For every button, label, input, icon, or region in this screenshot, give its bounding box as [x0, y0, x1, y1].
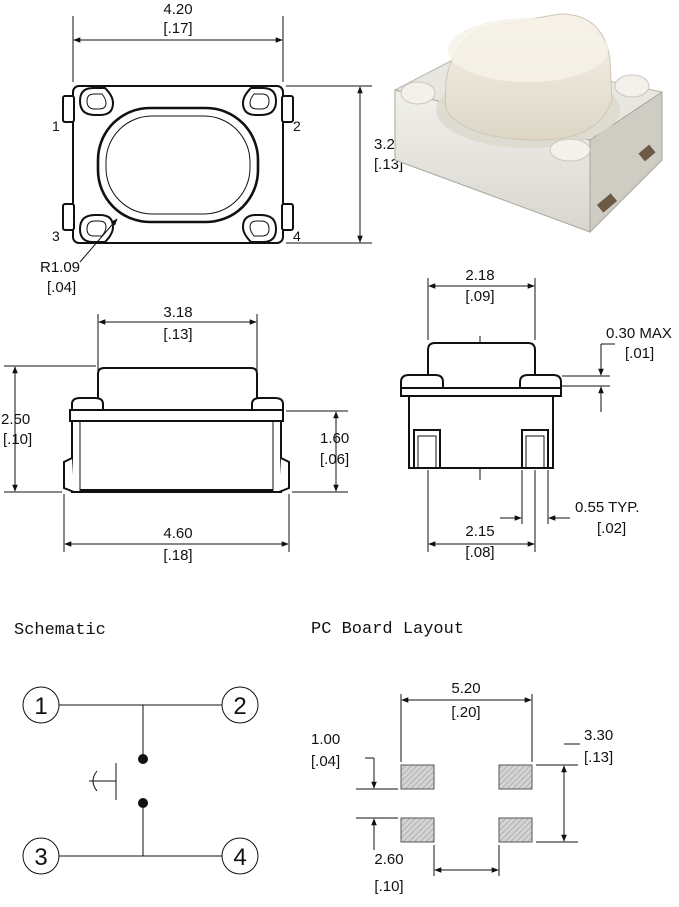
schematic-terminal-3: 3 — [34, 844, 47, 871]
side-lead-span-mm: 2.15 — [465, 523, 494, 540]
schematic-title: Schematic — [14, 621, 106, 640]
pcb-height-in: [.13] — [584, 749, 613, 766]
schematic: Schematic 1 2 3 4 — [14, 621, 259, 875]
pcb-pad-size-in: [.04] — [311, 753, 340, 770]
pcb-pad-size-mm: 1.00 — [311, 731, 340, 748]
side-cap-width-in: [.09] — [465, 288, 494, 305]
side-travel-mm: 0.30 MAX — [606, 325, 672, 342]
top-pin-2: 2 — [293, 118, 301, 134]
pcb-width-in: [.20] — [451, 704, 480, 721]
schematic-terminal-1: 1 — [34, 693, 47, 720]
product-photo — [393, 13, 664, 234]
pcb-layout-title: PC Board Layout — [311, 620, 464, 639]
front-cap-width-in: [.13] — [163, 326, 192, 343]
side-lead-width-in: [.02] — [597, 520, 626, 537]
top-radius-in: [.04] — [47, 279, 76, 296]
front-body-width-in: [.18] — [163, 547, 192, 564]
pcb-pad-2 — [498, 764, 533, 790]
side-cap-width-mm: 2.18 — [465, 267, 494, 284]
side-view: 2.18 [.09] 0.30 MAX [.01] 2.15 [.08] — [400, 267, 672, 561]
top-radius-mm: R1.09 — [40, 259, 80, 276]
pcb-pad-3 — [400, 817, 435, 843]
top-view: 4.20 [.17] 3.20 [.13] R1.09 [.04] 1 2 — [40, 1, 403, 296]
pcb-layout: PC Board Layout 5.20 [.20] 3.30 [.13] 1.… — [311, 620, 613, 895]
front-body-height-in: [.06] — [320, 451, 349, 468]
schematic-terminal-4: 4 — [233, 844, 246, 871]
front-body-width-mm: 4.60 — [163, 525, 192, 542]
pcb-height-mm: 3.30 — [584, 727, 613, 744]
schematic-terminal-2: 2 — [233, 693, 246, 720]
front-body-height-mm: 1.60 — [320, 430, 349, 447]
pcb-pitch-mm: 2.60 — [374, 851, 403, 868]
side-travel-in: [.01] — [625, 345, 654, 362]
top-pin-3: 3 — [52, 228, 60, 244]
top-width-in: [.17] — [163, 20, 192, 37]
top-pin-1: 1 — [52, 118, 60, 134]
front-total-height-in: [.10] — [3, 431, 32, 448]
front-total-height-mm: 2.50 — [1, 411, 30, 428]
pcb-width-mm: 5.20 — [451, 680, 480, 697]
pcb-pitch-in: [.10] — [374, 878, 403, 895]
front-view: 3.18 [.13] 2.50 [.10] 1.60 [.06] 4.60 — [1, 304, 349, 564]
pcb-pad-4 — [498, 817, 533, 843]
top-pin-4: 4 — [293, 228, 301, 244]
top-width-mm: 4.20 — [163, 1, 192, 18]
side-lead-span-in: [.08] — [465, 544, 494, 561]
side-lead-width-mm: 0.55 TYP. — [575, 499, 640, 516]
front-cap-width-mm: 3.18 — [163, 304, 192, 321]
pcb-pad-1 — [400, 764, 435, 790]
